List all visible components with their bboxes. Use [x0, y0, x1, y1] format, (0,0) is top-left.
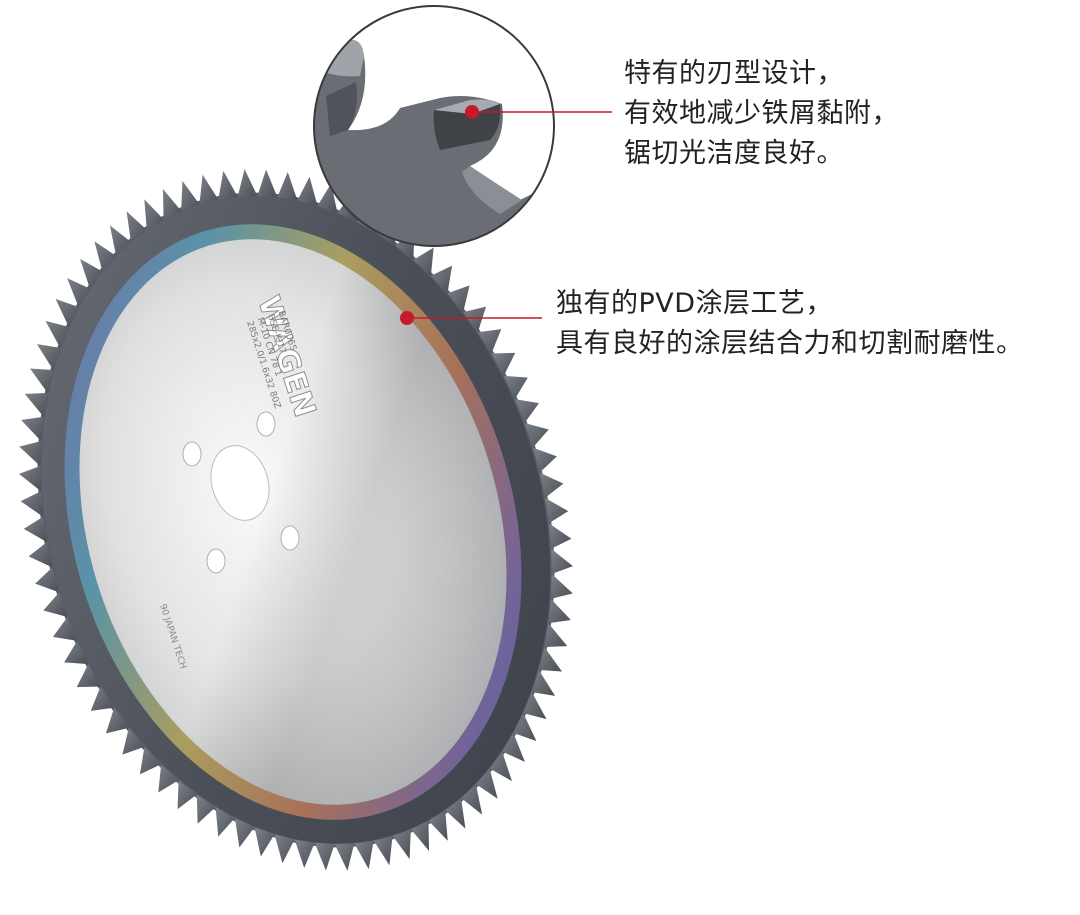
- saw-tooth: [514, 399, 540, 424]
- saw-tooth: [513, 713, 537, 742]
- saw-tooth: [475, 768, 498, 799]
- saw-tooth: [67, 278, 90, 308]
- saw-tooth: [19, 466, 41, 492]
- callout-pvd-coating: 独有的PVD涂层工艺， 具有良好的涂层结合力和切割耐磨性。: [556, 284, 1024, 364]
- saw-tooth: [105, 707, 129, 734]
- saw-tooth: [297, 176, 318, 206]
- saw-tooth: [45, 320, 69, 348]
- saw-tooth: [94, 241, 117, 272]
- saw-tooth: [24, 392, 48, 417]
- pin-hole-left: [182, 441, 202, 467]
- saw-tooth: [254, 827, 275, 857]
- saw-tooth: [20, 491, 44, 517]
- saw-tooth: [162, 189, 182, 220]
- saw-tooth: [491, 352, 516, 376]
- saw-tooth: [548, 523, 572, 549]
- saw-tooth: [215, 807, 235, 837]
- saw-tooth: [373, 835, 393, 866]
- saw-tooth: [257, 169, 278, 198]
- saw-tooth: [109, 225, 131, 256]
- saw-tooth: [234, 818, 255, 848]
- callout-line: 独有的PVD涂层工艺，: [556, 288, 834, 319]
- plate-sheen: [79, 239, 507, 805]
- saw-tooth: [463, 306, 487, 333]
- tooth-face-left: [326, 82, 357, 136]
- saw-tooth: [477, 329, 502, 354]
- engraving-lines: 285x2.0/1.6x32 80Z M-10 CN 78 1 BSE-K/17…: [244, 310, 298, 410]
- saw-tooth: [445, 797, 466, 829]
- saw-tooth: [90, 686, 115, 711]
- callout-tooth-design: 特有的刃型设计， 有效地减少铁屑黏附， 锯切光洁度良好。: [624, 54, 899, 174]
- callout-marker-2: [400, 311, 414, 325]
- saw-tooth: [551, 548, 573, 574]
- saw-tooth: [23, 516, 47, 543]
- saw-tooth: [550, 573, 573, 599]
- saw-tooth: [43, 592, 68, 617]
- saw-tooth: [489, 751, 512, 782]
- saw-tooth: [545, 497, 569, 524]
- pin-hole-bottom: [206, 548, 226, 574]
- saw-tooth: [19, 441, 42, 467]
- tooth-tip-top: [434, 99, 500, 114]
- saw-tooth: [447, 285, 470, 313]
- callout-line: 有效地减少铁屑黏附，: [624, 98, 899, 129]
- saw-tooth: [532, 447, 557, 473]
- callout-line: 具有良好的涂层结合力和切割耐磨性。: [556, 328, 1024, 359]
- saw-tooth: [52, 616, 78, 641]
- saw-tooth: [64, 640, 89, 665]
- saw-blade: WAGEN 285x2.0/1.6x32 80Z M-10 CN 78 1 BS…: [19, 169, 573, 871]
- saw-tooth: [144, 199, 164, 230]
- saw-tooth: [413, 247, 434, 276]
- saw-tooth: [80, 258, 103, 289]
- saw-tooth: [461, 784, 483, 815]
- saw-tooth: [314, 842, 335, 871]
- saw-tooth: [177, 780, 197, 810]
- saw-tooth: [503, 375, 528, 400]
- saw-tooth: [28, 542, 53, 568]
- saw-tooth: [218, 170, 238, 200]
- saw-tooth: [539, 472, 564, 498]
- saw-tooth: [277, 172, 298, 201]
- pin-hole-right: [280, 525, 300, 551]
- gullet-right: [462, 166, 522, 214]
- saw-tooth: [139, 746, 162, 775]
- pin-hole-top: [256, 411, 276, 437]
- arbor-hole: [210, 445, 270, 521]
- saw-tooth: [55, 298, 79, 327]
- saw-tooth: [354, 840, 374, 870]
- saw-tooth: [548, 598, 571, 624]
- saw-tooth: [21, 416, 44, 442]
- callout-marker-1: [465, 105, 479, 119]
- saw-tooth: [199, 174, 219, 205]
- saw-tooth: [36, 344, 61, 370]
- saw-tooth: [181, 180, 200, 211]
- saw-tooth: [523, 692, 547, 720]
- saw-tooth: [196, 794, 216, 824]
- saw-tooth: [158, 764, 179, 793]
- saw-tooth: [126, 211, 147, 243]
- saw-tooth: [524, 423, 549, 448]
- saw-tooth: [430, 265, 453, 294]
- saw-tooth: [410, 820, 430, 851]
- saw-tooth: [76, 664, 101, 688]
- saw-tooth: [531, 670, 556, 696]
- saw-tooth: [334, 843, 355, 871]
- saw-tooth: [392, 829, 411, 860]
- callout-line: 特有的刃型设计，: [624, 58, 844, 89]
- tooth-highlight: [314, 40, 364, 77]
- saw-tooth: [428, 810, 448, 841]
- saw-tooth: [544, 623, 568, 648]
- saw-tooth: [538, 647, 562, 672]
- saw-tooth: [35, 567, 60, 593]
- pvd-coating-band: [64, 224, 522, 820]
- saw-tooth: [30, 368, 54, 393]
- tooth-body: [314, 40, 554, 246]
- saw-tooth: [502, 732, 525, 762]
- saw-tooth: [122, 727, 145, 755]
- saw-tooth: [237, 169, 258, 197]
- saw-tooth: [274, 834, 295, 864]
- callout-line: 锯切光洁度良好。: [624, 138, 844, 169]
- saw-tooth: [294, 839, 315, 868]
